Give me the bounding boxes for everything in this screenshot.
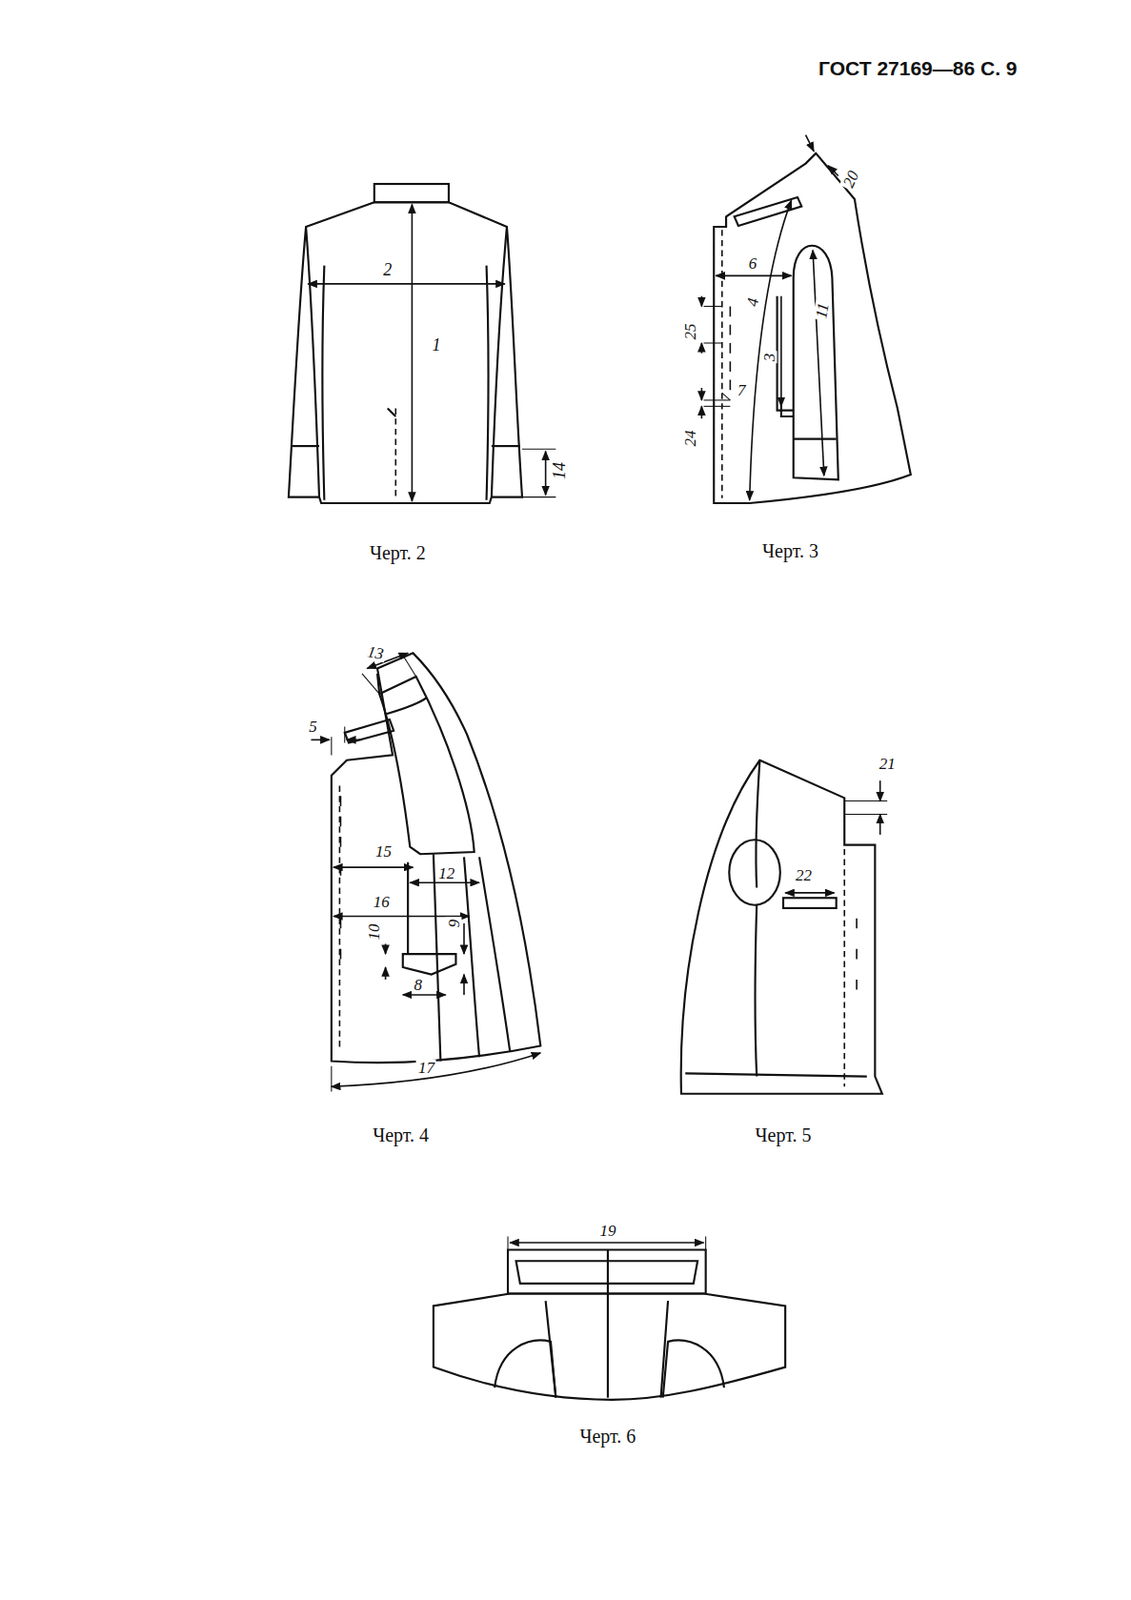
callout-number: 22 [793,867,814,884]
callout-number: 21 [877,754,898,771]
figure-caption: Черт. 6 [577,1426,638,1446]
callout-number: 10 [364,922,382,943]
page-header: ГОСТ 27169—86 С. 9 [816,57,1019,78]
callout-number: 7 [735,381,748,398]
callout-number: 16 [371,893,392,910]
callout-number: 20 [839,166,863,192]
figure-caption: Черт. 2 [367,543,428,563]
figure-caption: Черт. 3 [760,541,821,561]
callout-number: 14 [550,460,568,482]
figure-caption: Черт. 4 [370,1125,431,1145]
callout-number: 11 [812,300,832,322]
callout-number: 19 [597,1221,618,1238]
callout-number: 4 [743,294,762,309]
figure-caption: Черт. 5 [753,1125,814,1145]
callout-number: 1 [430,336,444,354]
callout-number: 25 [681,321,698,342]
callout-number: 5 [306,718,320,735]
callout-number: 2 [381,261,394,279]
callout-number: 24 [681,428,698,449]
inside-back-view [681,760,888,1094]
front-inside-view [701,135,910,504]
callout-number: 15 [373,842,394,859]
back-view [288,183,556,504]
callout-number: 17 [416,1058,437,1075]
callout-number: 8 [412,975,425,992]
side-view [310,652,541,1091]
callout-number: 3 [761,350,778,364]
callout-number: 12 [436,865,457,882]
callout-number: 9 [445,916,463,930]
callout-number: 6 [747,255,760,272]
callout-number: 13 [363,643,387,663]
collar-view [433,1236,786,1400]
